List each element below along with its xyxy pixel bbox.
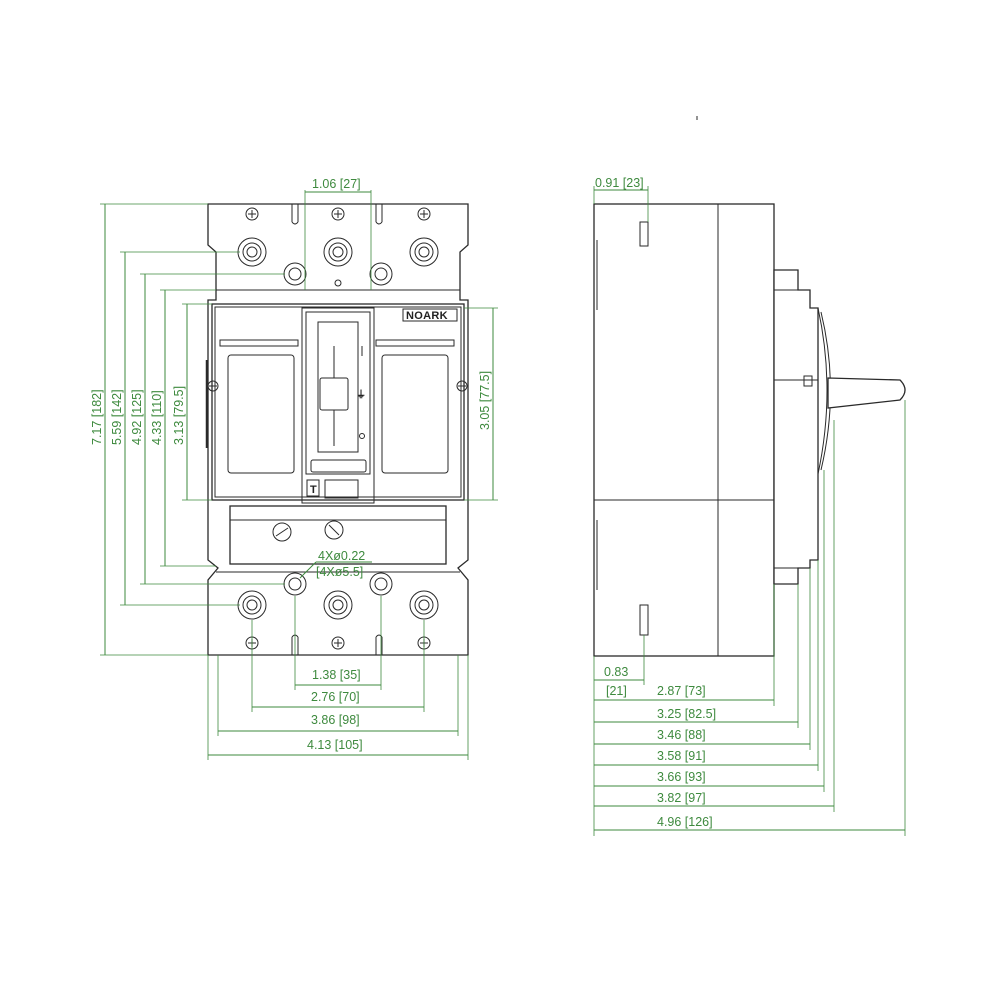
dim-side-d3: 3.46 [88] xyxy=(657,728,706,742)
side-screw-right-icon xyxy=(456,380,468,392)
indicator-slot xyxy=(310,459,367,473)
dim-width-overall: 4.13 [105] xyxy=(307,738,363,752)
dim-height-overall: 7.17 [182] xyxy=(90,389,104,445)
dim-height-window: 3.05 [77.5] xyxy=(478,371,492,430)
handle-frame xyxy=(301,307,375,504)
handle-base-arc xyxy=(817,307,828,475)
window-right xyxy=(381,354,449,474)
dim-side-d6: 3.82 [97] xyxy=(657,791,706,805)
window-left xyxy=(227,354,295,474)
top-terminal-mark xyxy=(639,221,649,247)
dim-width-terminal-pitch: 2.76 [70] xyxy=(311,690,360,704)
dim-side-d7: 4.96 [126] xyxy=(657,815,713,829)
top-terminal-slots xyxy=(291,204,383,225)
dim-height-mount-centers: 4.92 [125] xyxy=(130,389,144,445)
side-cover-profile xyxy=(773,269,819,585)
dim-top-offset: 0.91 [23] xyxy=(595,176,644,190)
top-small-screws xyxy=(245,207,431,221)
front-view: NOARK ⏚ T xyxy=(205,203,469,656)
label-strip-left xyxy=(219,339,299,347)
dial-right-icon xyxy=(324,520,344,540)
side-view xyxy=(593,116,906,657)
dim-side-d5: 3.66 [93] xyxy=(657,770,706,784)
dim-bottom-offset-in: 0.83 xyxy=(604,665,628,679)
dim-pitch: 1.06 [27] xyxy=(312,177,361,191)
dim-mount-holes-mm: [4Xø5.5] xyxy=(316,565,363,579)
dim-side-d1: 2.87 [73] xyxy=(657,684,706,698)
main-cover xyxy=(211,303,465,501)
side-dimensions: 0.91 [23] 0.83 [21] 2.87 [73] 3.25 [82.5… xyxy=(593,176,906,836)
brand-plate xyxy=(402,308,458,322)
trip-t-label: T xyxy=(310,484,317,496)
front-dimensions: 1.06 [27] 7.17 [182] 5.59 [142] 4.92 [12… xyxy=(90,177,498,760)
dim-side-d4: 3.58 [91] xyxy=(657,749,706,763)
dim-width-inner: 3.86 [98] xyxy=(311,713,360,727)
label-strip-right xyxy=(375,339,455,347)
dim-bottom-offset-mm: [21] xyxy=(606,684,627,698)
dim-width-mount: 1.38 [35] xyxy=(312,668,361,682)
side-handle-lever xyxy=(827,377,906,409)
brand-logo: NOARK xyxy=(406,310,448,322)
adjustment-panel xyxy=(229,505,447,565)
dim-height-screw-centers: 5.59 [142] xyxy=(110,389,124,445)
side-body xyxy=(593,203,775,657)
dim-height-cover: 3.13 [79.5] xyxy=(172,386,186,445)
svg-text:⏚: ⏚ xyxy=(356,389,366,401)
top-mounting-holes xyxy=(283,262,393,287)
dim-mount-holes-in: 4Xø0.22 xyxy=(318,549,365,563)
dial-left-icon xyxy=(272,522,292,542)
dim-side-d2: 3.25 [82.5] xyxy=(657,707,716,721)
dim-height-body: 4.33 [110] xyxy=(150,390,164,445)
